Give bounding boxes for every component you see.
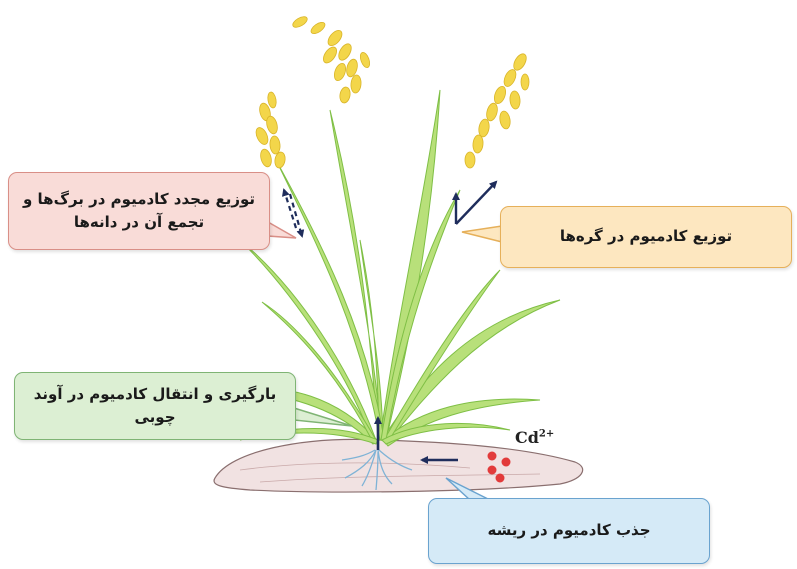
- redist-callout-pointer: [267, 220, 297, 239]
- dashed-arrow-down: [288, 193, 305, 238]
- callout-nodes: توزیع کادمیوم در گره‌ها: [500, 206, 792, 268]
- callout-redistribution: توزیع مجدد کادمیوم در برگ‌ها و تجمع آن د…: [8, 172, 270, 250]
- callout-nodes-text: توزیع کادمیوم در گره‌ها: [559, 227, 733, 246]
- grain-panicles: [255, 16, 530, 169]
- roots: [341, 449, 413, 491]
- soil-mound: [213, 438, 584, 493]
- callout-xylem-text: بارگیری و انتقال کادمیوم در آوند چوبی: [33, 384, 277, 426]
- callout-root-text: جذب کادمیوم در ریشه: [487, 521, 651, 540]
- callout-xylem: بارگیری و انتقال کادمیوم در آوند چوبی: [14, 372, 296, 440]
- node-arrow-diag: [455, 180, 498, 225]
- callout-redistribution-text: توزیع مجدد کادمیوم در برگ‌ها و تجمع آن د…: [23, 189, 255, 231]
- cadmium-dots-icon: [487, 451, 511, 483]
- ion-charge: 2+: [538, 428, 555, 440]
- nodes-callout-pointer: [461, 225, 503, 243]
- ion-symbol: Cd: [515, 428, 539, 447]
- callout-root: جذب کادمیوم در ریشه: [428, 498, 710, 564]
- cadmium-ion-label: Cd2+: [515, 428, 554, 447]
- dashed-arrow-up: [281, 188, 298, 229]
